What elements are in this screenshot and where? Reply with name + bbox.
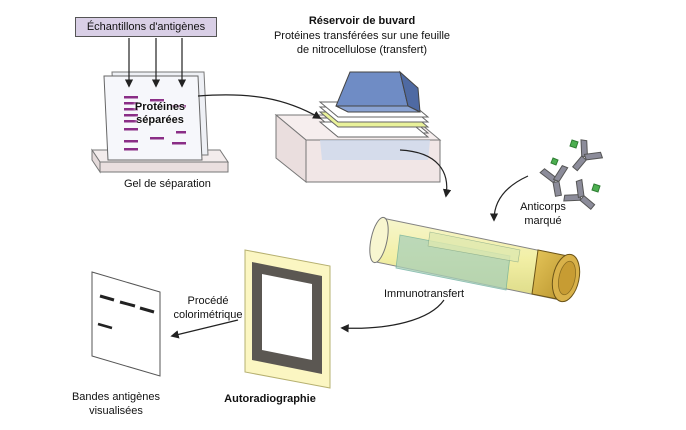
transfer-arrow: [197, 94, 322, 119]
antibody-label-line1: Anticorps: [520, 201, 566, 213]
separated-proteins-line2: séparées: [136, 114, 184, 126]
autoradiography-film: [244, 249, 331, 389]
gel-bands: [124, 96, 186, 151]
visualized-bands-line1: Bandes antigènes: [71, 391, 161, 403]
band: [97, 322, 113, 330]
band: [139, 306, 155, 314]
immunoblot-tube: [369, 216, 581, 303]
labeled-antibodies: [539, 139, 604, 211]
antigen-samples-label: Échantillons d'antigènes: [75, 17, 217, 37]
blot-reservoir-line1: Protéines transférées sur une feuille: [273, 30, 451, 42]
gel-caption: Gel de séparation: [124, 178, 211, 190]
band: [119, 300, 136, 308]
autoradiography-label: Autoradiographie: [224, 393, 316, 405]
colorimetric-line1: Procédé: [187, 295, 229, 307]
sample-load-arrows: [124, 38, 187, 88]
to-bands-arrow: [170, 319, 239, 339]
separated-proteins-line1: Protéines: [134, 101, 186, 113]
antibody-arrow: [489, 175, 529, 222]
band: [99, 294, 115, 302]
separated-proteins-label: Protéines séparées: [120, 101, 200, 127]
blot-reservoir-title: Réservoir de buvard: [308, 15, 416, 27]
immunoblot-label: Immunotransfert: [384, 288, 465, 300]
to-autoradiography-arrow: [340, 299, 445, 333]
colorimetric-line2: colorimétrique: [173, 309, 243, 321]
antibody-label-line2: marqué: [524, 215, 562, 227]
to-immunoblot-arrow: [399, 149, 452, 198]
gel-apparatus: [91, 71, 229, 174]
visualized-bands-line2: visualisées: [89, 405, 143, 417]
visualized-bands-sheet: [91, 271, 161, 377]
blot-reservoir: [274, 70, 442, 184]
blot-reservoir-line2: de nitrocellulose (transfert): [296, 44, 428, 56]
